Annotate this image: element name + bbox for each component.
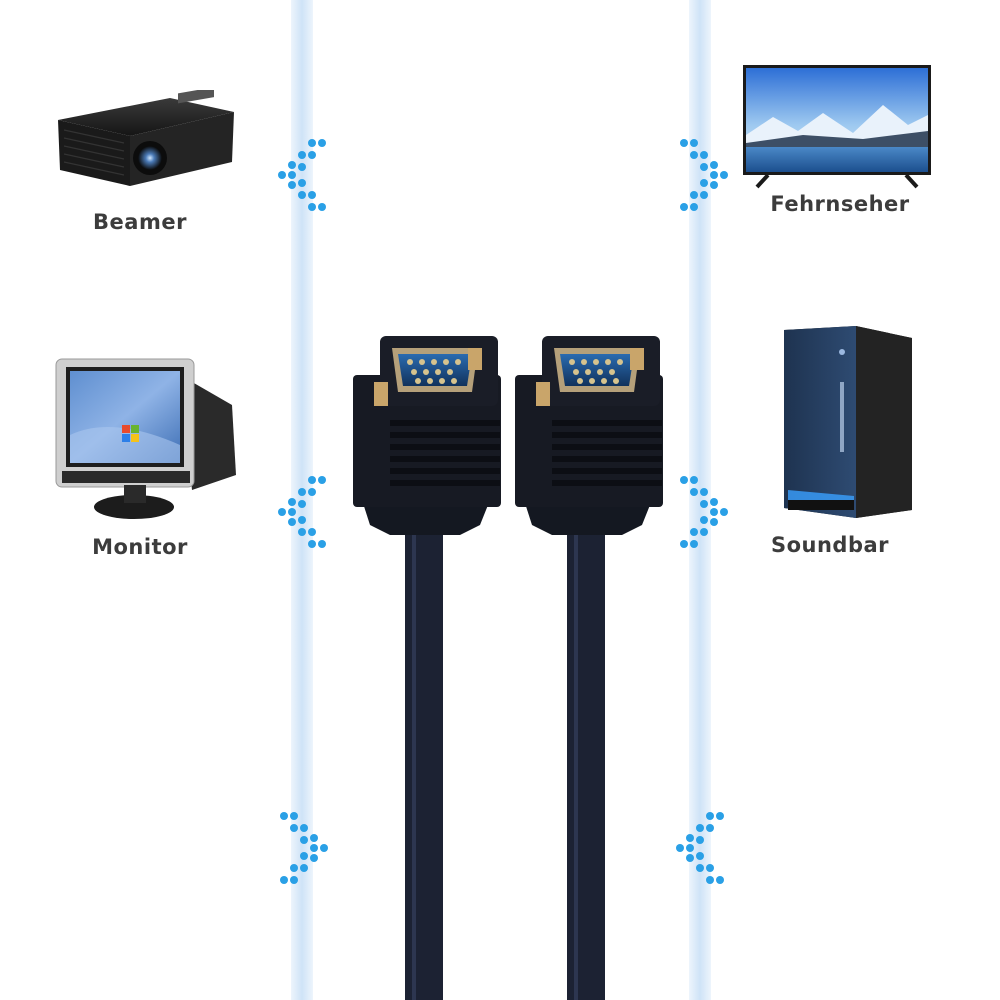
- vga-cable-left: [353, 336, 501, 1000]
- device-label-monitor: Monitor: [92, 535, 188, 559]
- pc-tower-icon: [784, 326, 912, 518]
- left-arrow-dots-bottom: [280, 812, 328, 884]
- left-arrow-dots-middle: [278, 476, 326, 548]
- tv-icon: [743, 65, 931, 189]
- vga-cable-right: [515, 336, 663, 1000]
- crt-monitor-icon: [55, 358, 236, 519]
- projector-icon: [58, 90, 234, 186]
- device-label-tv: Fehrnseher: [770, 192, 910, 216]
- device-label-soundbar: Soundbar: [770, 533, 890, 557]
- device-label-beamer: Beamer: [93, 210, 187, 234]
- right-arrow-dots-top: [680, 139, 728, 211]
- right-arrow-dots-middle: [680, 476, 728, 548]
- right-light-stripe: [689, 0, 711, 1000]
- left-arrow-dots-top: [278, 139, 326, 211]
- right-arrow-dots-bottom: [676, 812, 724, 884]
